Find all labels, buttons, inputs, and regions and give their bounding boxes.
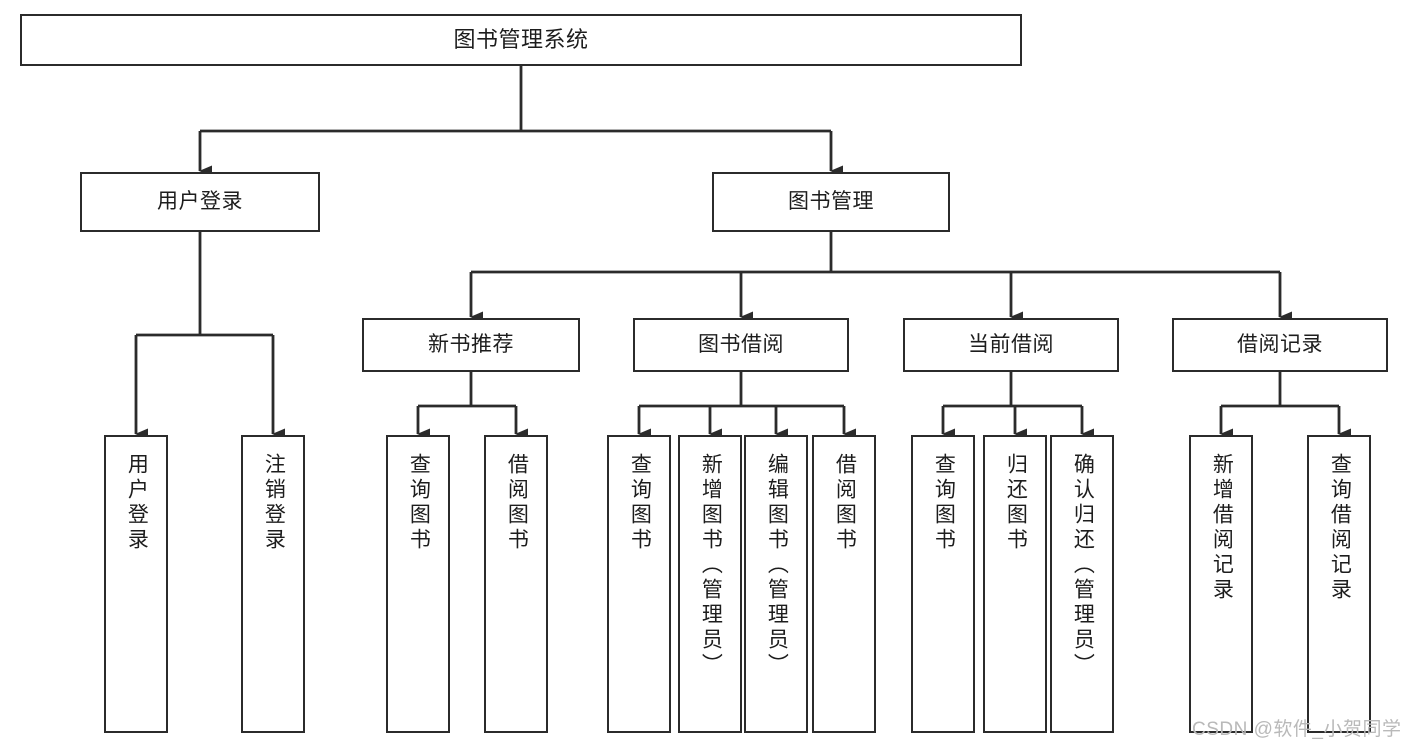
node-label: 查询图书	[628, 453, 652, 553]
node-label: 查询借阅记录	[1328, 453, 1352, 603]
node-borrow-record[interactable]: 借阅记录	[1172, 318, 1388, 372]
node-label: 当前借阅	[968, 332, 1054, 356]
node-label: 确认归还（管理员）	[1071, 453, 1095, 678]
node-leaf-query-book-1[interactable]: 查询图书	[386, 435, 450, 733]
node-label: 借阅图书	[833, 453, 857, 553]
node-label: 注销登录	[262, 453, 286, 553]
node-label: 新书推荐	[428, 332, 514, 356]
node-label: 用户登录	[125, 453, 149, 553]
node-leaf-return-book[interactable]: 归还图书	[983, 435, 1047, 733]
node-label: 新增图书（管理员）	[699, 453, 723, 678]
node-current-borrow[interactable]: 当前借阅	[903, 318, 1119, 372]
node-leaf-borrow-book-2[interactable]: 借阅图书	[812, 435, 876, 733]
node-label: 查询图书	[932, 453, 956, 553]
node-book-manage[interactable]: 图书管理	[712, 172, 950, 232]
node-leaf-borrow-book-1[interactable]: 借阅图书	[484, 435, 548, 733]
node-label: 编辑图书（管理员）	[765, 453, 789, 678]
node-label: 查询图书	[407, 453, 431, 553]
node-leaf-add-record[interactable]: 新增借阅记录	[1189, 435, 1253, 733]
node-book-borrow[interactable]: 图书借阅	[633, 318, 849, 372]
node-label: 图书借阅	[698, 332, 784, 356]
node-leaf-add-book[interactable]: 新增图书（管理员）	[678, 435, 742, 733]
node-label: 图书管理系统	[453, 27, 589, 53]
node-new-book-rec[interactable]: 新书推荐	[362, 318, 580, 372]
node-leaf-edit-book[interactable]: 编辑图书（管理员）	[744, 435, 808, 733]
node-label: 新增借阅记录	[1210, 453, 1234, 603]
node-label: 借阅图书	[505, 453, 529, 553]
node-leaf-confirm-return[interactable]: 确认归还（管理员）	[1050, 435, 1114, 733]
node-user-login[interactable]: 用户登录	[80, 172, 320, 232]
node-leaf-query-book-2[interactable]: 查询图书	[607, 435, 671, 733]
node-label: 用户登录	[157, 189, 243, 213]
node-label: 归还图书	[1004, 453, 1028, 553]
node-label: 图书管理	[788, 189, 874, 213]
node-root[interactable]: 图书管理系统	[20, 14, 1022, 66]
watermark: CSDN @软件_小贺同学	[1192, 719, 1402, 740]
node-label: 借阅记录	[1237, 332, 1323, 356]
node-leaf-user-login[interactable]: 用户登录	[104, 435, 168, 733]
node-leaf-query-record[interactable]: 查询借阅记录	[1307, 435, 1371, 733]
node-leaf-query-book-3[interactable]: 查询图书	[911, 435, 975, 733]
node-leaf-logout[interactable]: 注销登录	[241, 435, 305, 733]
